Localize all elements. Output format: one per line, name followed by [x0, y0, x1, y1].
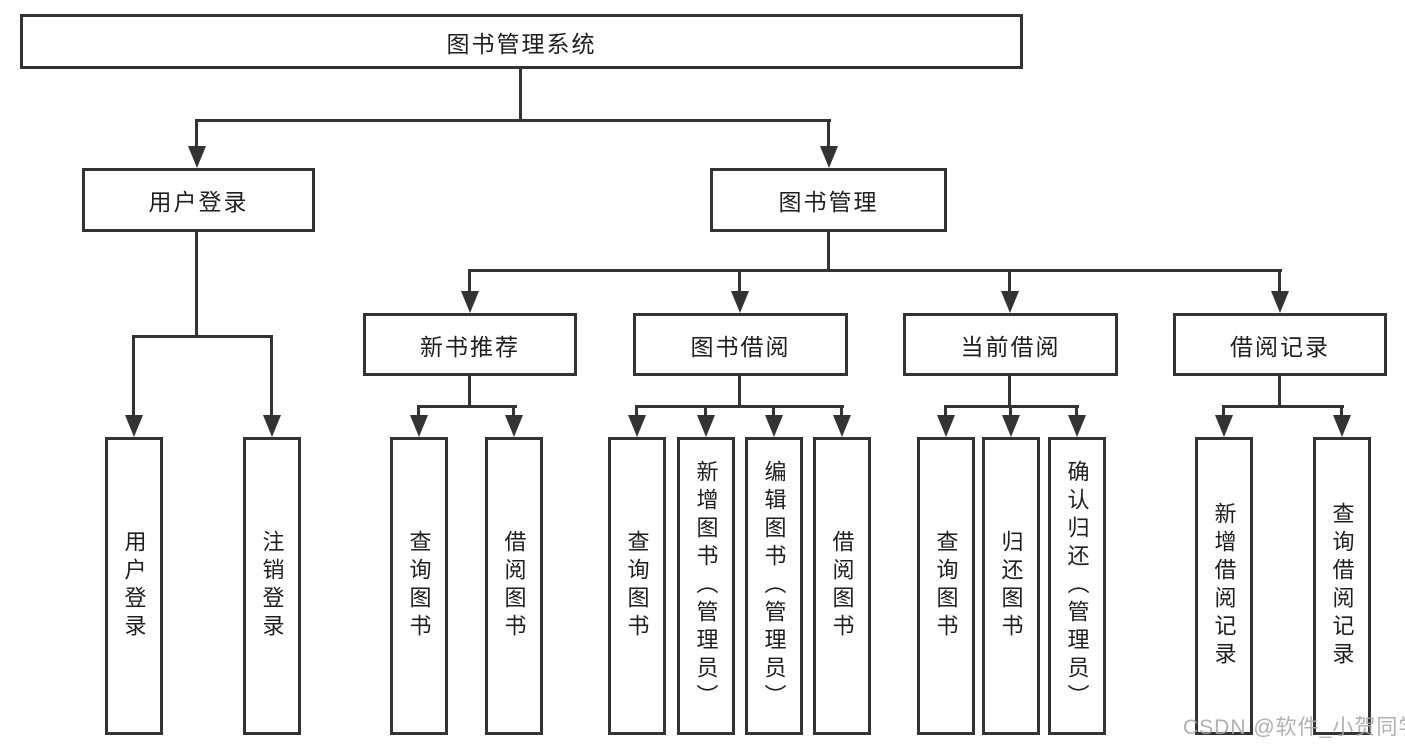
connector-root-branch — [196, 119, 831, 122]
leaf-add-book-admin: 新增图书（管理员） — [677, 437, 735, 735]
connector-borrowing-records-stem — [1278, 376, 1281, 407]
connector-user-login-branch — [133, 335, 273, 338]
node-label: 图书管理 — [778, 189, 879, 215]
leaf-label: 查询图书 — [406, 530, 432, 642]
connector-arrow-user-login — [187, 119, 206, 168]
connector-arrow-add-record — [1214, 405, 1233, 437]
connector-borrowing-records-branch — [1222, 405, 1344, 408]
leaf-label: 查询借阅记录 — [1329, 502, 1355, 670]
connector-current-borrowing-stem — [1008, 376, 1011, 407]
connector-arrow-confirm-return — [1067, 405, 1086, 437]
connector-arrow-book-borrowing — [730, 269, 749, 313]
leaf-label: 新增图书（管理员） — [693, 460, 719, 712]
leaf-query-books-under-recommend: 查询图书 — [390, 437, 448, 735]
connector-arrow-borrow-books-2 — [832, 405, 851, 437]
connector-arrow-query-books-3 — [936, 405, 955, 437]
connector-arrow-leaf-logout — [262, 335, 281, 437]
connector-new-book-stem — [468, 376, 471, 407]
leaf-return-book: 归还图书 — [982, 437, 1040, 735]
node-label: 图书借阅 — [690, 333, 791, 360]
leaf-edit-book-admin: 编辑图书（管理员） — [745, 437, 803, 735]
leaf-label: 查询图书 — [933, 530, 959, 642]
node-label: 用户登录 — [148, 189, 249, 215]
connector-book-borrowing-stem — [738, 376, 741, 407]
connector-arrow-return-book — [1001, 405, 1020, 437]
leaf-label: 注销登录 — [259, 530, 285, 642]
connector-arrow-add-book — [696, 405, 715, 437]
leaf-label: 新增借阅记录 — [1211, 502, 1237, 670]
connector-arrow-current-borrowing — [1000, 269, 1019, 313]
node-label: 当前借阅 — [960, 333, 1061, 360]
leaf-label: 借阅图书 — [501, 530, 527, 642]
leaf-label: 查询图书 — [624, 530, 650, 642]
connector-book-management-stem — [827, 232, 830, 271]
connector-arrow-leaf-user-login — [124, 335, 143, 437]
leaf-query-books-under-current: 查询图书 — [917, 437, 975, 735]
leaf-user-login: 用户登录 — [105, 437, 163, 735]
connector-arrow-query-record — [1332, 405, 1351, 437]
node-book-borrowing: 图书借阅 — [633, 313, 848, 376]
node-book-management-system: 图书管理系统 — [20, 14, 1023, 69]
leaf-label: 归还图书 — [998, 530, 1024, 642]
leaf-query-books-under-borrowing: 查询图书 — [608, 437, 666, 735]
connector-book-management-branch — [468, 269, 1282, 272]
connector-root-stem — [519, 69, 522, 121]
connector-arrow-book-management — [819, 119, 838, 168]
connector-new-book-branch — [417, 405, 517, 408]
node-label: 图书管理系统 — [446, 30, 597, 57]
connector-arrow-borrowing-records — [1270, 269, 1289, 313]
leaf-label: 编辑图书（管理员） — [761, 460, 787, 712]
connector-arrow-query-books-2 — [627, 405, 646, 437]
leaf-confirm-return-admin: 确认归还（管理员） — [1048, 437, 1106, 735]
node-current-borrowing: 当前借阅 — [903, 313, 1118, 376]
connector-user-login-stem — [195, 232, 198, 337]
node-user-login: 用户登录 — [82, 168, 315, 232]
node-new-book-recommendation: 新书推荐 — [363, 313, 577, 376]
watermark-text: CSDN @软件_小贺同学 — [1183, 716, 1405, 739]
connector-arrow-query-books-1 — [409, 405, 428, 437]
leaf-logout: 注销登录 — [243, 437, 301, 735]
connector-arrow-new-book-recommendation — [460, 269, 479, 313]
leaf-borrow-books-under-recommend: 借阅图书 — [485, 437, 543, 735]
leaf-query-borrow-record: 查询借阅记录 — [1313, 437, 1371, 735]
node-label: 借阅记录 — [1230, 333, 1330, 360]
node-book-management: 图书管理 — [710, 168, 947, 232]
connector-arrow-borrow-books-1 — [504, 405, 523, 437]
connector-book-borrowing-branch — [635, 405, 844, 408]
node-label: 新书推荐 — [420, 333, 520, 360]
connector-arrow-edit-book — [764, 405, 783, 437]
node-borrowing-records: 借阅记录 — [1173, 313, 1387, 376]
leaf-add-borrow-record: 新增借阅记录 — [1195, 437, 1253, 735]
leaf-label: 借阅图书 — [829, 530, 855, 642]
leaf-label: 用户登录 — [121, 530, 147, 642]
leaf-borrow-books-under-borrowing: 借阅图书 — [813, 437, 871, 735]
leaf-label: 确认归还（管理员） — [1064, 460, 1090, 712]
